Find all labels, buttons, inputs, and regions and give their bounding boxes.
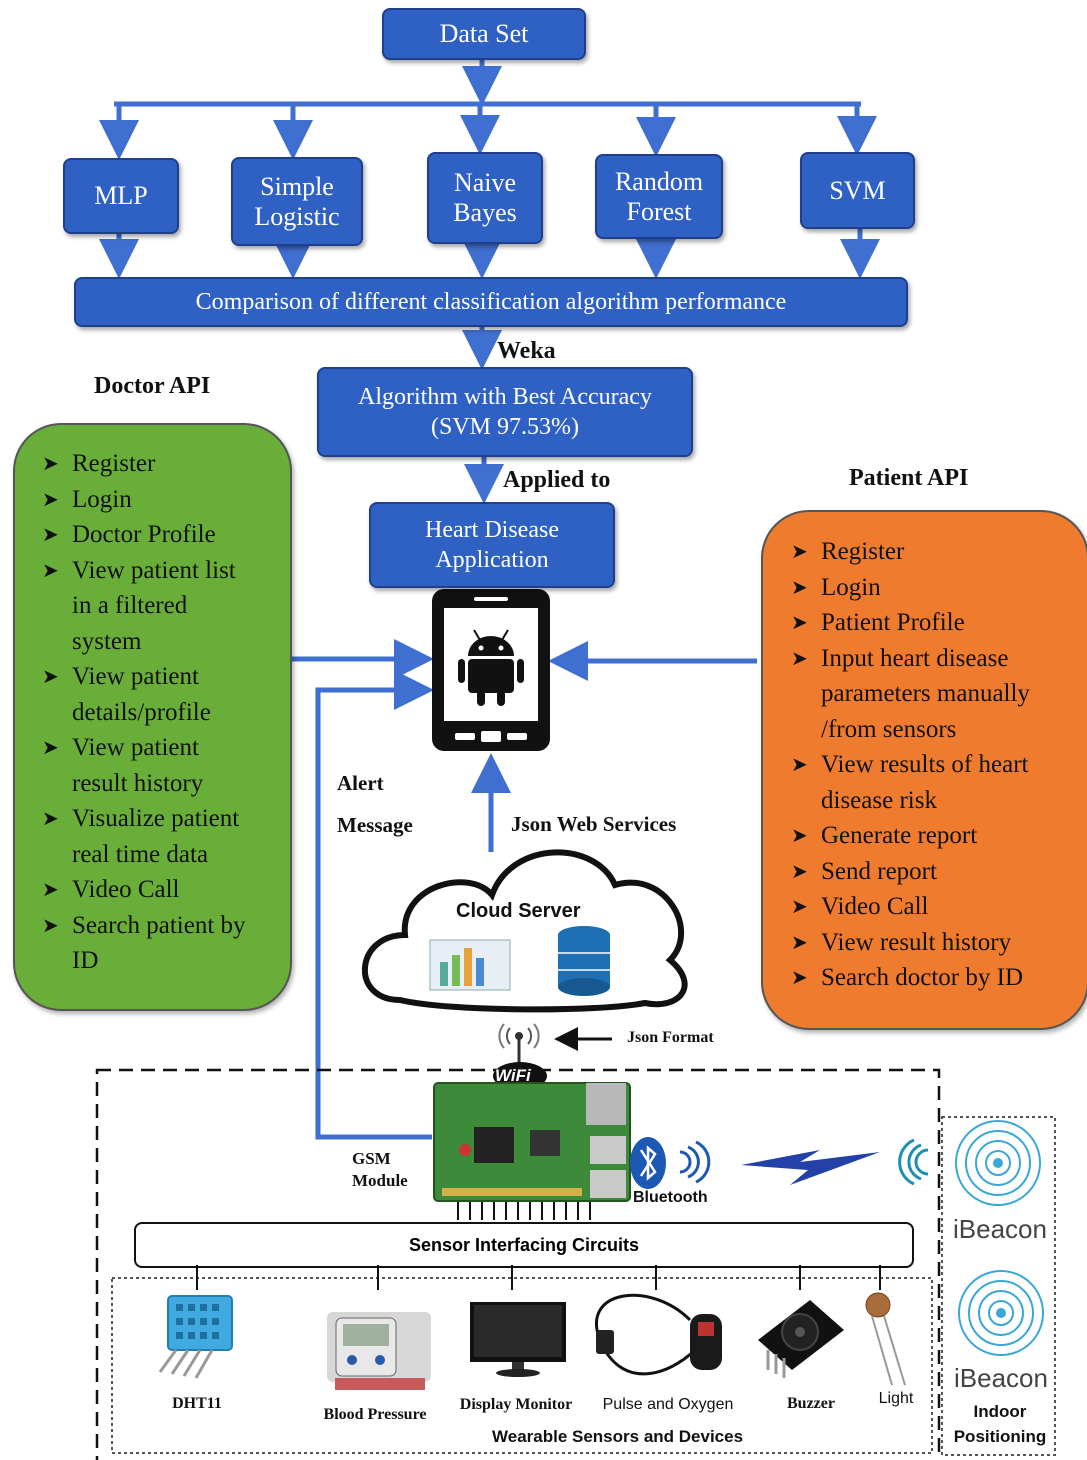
message-label: Message (337, 813, 413, 837)
doctor-item-patient-list: View patient list in a filtered system (42, 553, 290, 660)
patient-api-list: Register Login Patient Profile Input hea… (791, 534, 1087, 996)
hardware-boundary (95, 1068, 941, 1460)
patient-item-register: Register (791, 534, 1087, 570)
doctor-item-profile: Doctor Profile (42, 517, 290, 553)
wearable-devices-label: Wearable Sensors and Devices (492, 1427, 744, 1446)
board-pins (457, 1202, 591, 1220)
doctor-api-panel: Register Login Doctor Profile View patie… (13, 423, 292, 1011)
ibeacon-icon-2 (958, 1270, 1044, 1356)
patient-item-generate-report: Generate report (791, 818, 1087, 854)
raspberry-pi-board (433, 1082, 631, 1202)
device-label-light: Light (878, 1390, 914, 1407)
ibeacon-label-2: iBeacon (954, 1363, 1048, 1393)
device-label-buzzer: Buzzer (787, 1395, 835, 1412)
patient-api-panel: Register Login Patient Profile Input hea… (761, 510, 1087, 1030)
cloud-server-label: Cloud Server (456, 900, 581, 922)
doctor-item-login: Login (42, 482, 290, 518)
top-connectors (99, 56, 880, 1140)
algorithm-svm-box: SVM (800, 152, 915, 229)
patient-item-login: Login (791, 570, 1087, 606)
dataset-box: Data Set (382, 8, 586, 60)
light-sensor-icon (865, 1292, 906, 1386)
patient-item-search-doctor: Search doctor by ID (791, 960, 1087, 996)
doctor-item-patient-details: View patient details/profile (42, 659, 290, 730)
patient-item-input-parameters: Input heart disease parameters manually … (791, 641, 1087, 748)
algorithm-simple-logistic-box: Simple Logistic (231, 157, 363, 246)
device-label-dht11: DHT11 (172, 1395, 222, 1412)
gsm-module-label: GSM Module (352, 1149, 408, 1190)
device-label-pulse-oxygen: Pulse and Oxygen (602, 1396, 734, 1413)
doctor-item-video-call: Video Call (42, 872, 290, 908)
patient-item-video-call: Video Call (791, 889, 1087, 925)
alert-label: Alert (337, 771, 384, 795)
lightning-icon (741, 1150, 880, 1185)
buzzer-icon (758, 1300, 844, 1378)
ibeacon-icon-1 (955, 1120, 1041, 1206)
wifi-label: WiFi (495, 1066, 531, 1085)
comparison-box: Comparison of different classification a… (74, 277, 908, 327)
algorithm-random-forest-box: Random Forest (595, 154, 723, 239)
ibeacon-boundary (941, 1116, 1056, 1456)
doctor-api-list: Register Login Doctor Profile View patie… (42, 446, 290, 979)
patient-item-result-history: View result history (791, 925, 1087, 961)
patient-item-send-report: Send report (791, 854, 1087, 890)
algorithm-naive-bayes-box: Naive Bayes (427, 152, 543, 244)
doctor-item-search: Search patient by ID (42, 908, 290, 979)
sensor-connectors (196, 1265, 881, 1290)
best-algorithm-box: Algorithm with Best Accuracy (SVM 97.53%… (317, 367, 693, 457)
doctor-item-result-history: View patient result history (42, 730, 290, 801)
json-format-label: Json Format (627, 1029, 714, 1046)
dht11-icon (158, 1295, 233, 1379)
algorithm-mlp-box: MLP (63, 158, 179, 234)
device-label-blood-pressure: Blood Pressure (323, 1406, 427, 1423)
signal-waves-icon (898, 1138, 929, 1186)
ibeacon-label-1: iBeacon (953, 1214, 1047, 1244)
applied-to-label: Applied to (503, 467, 611, 493)
weka-label: Weka (497, 338, 556, 364)
wearable-boundary (111, 1277, 933, 1454)
doctor-api-title: Doctor API (94, 373, 211, 399)
patient-item-profile: Patient Profile (791, 605, 1087, 641)
device-label-display-monitor: Display Monitor (459, 1396, 573, 1413)
doctor-item-register: Register (42, 446, 290, 482)
bluetooth-icon (630, 1137, 711, 1189)
patient-item-view-results: View results of heart disease risk (791, 747, 1087, 818)
json-web-services-label: Json Web Services (511, 812, 677, 836)
pulse-oximeter-icon (595, 1293, 722, 1376)
bluetooth-label: Bluetooth (633, 1189, 708, 1206)
patient-api-title: Patient API (849, 465, 969, 491)
blood-pressure-monitor-icon (327, 1312, 431, 1390)
smartphone-icon (432, 589, 550, 751)
display-monitor-icon (470, 1302, 566, 1377)
cloud-server-icon (361, 849, 688, 1013)
heart-disease-application-box: Heart Disease Application (369, 502, 615, 588)
doctor-item-visualize: Visualize patient real time data (42, 801, 290, 872)
indoor-positioning-label: Indoor Positioning (953, 1402, 1047, 1446)
sensor-interface-box: Sensor Interfacing Circuits (134, 1222, 914, 1268)
